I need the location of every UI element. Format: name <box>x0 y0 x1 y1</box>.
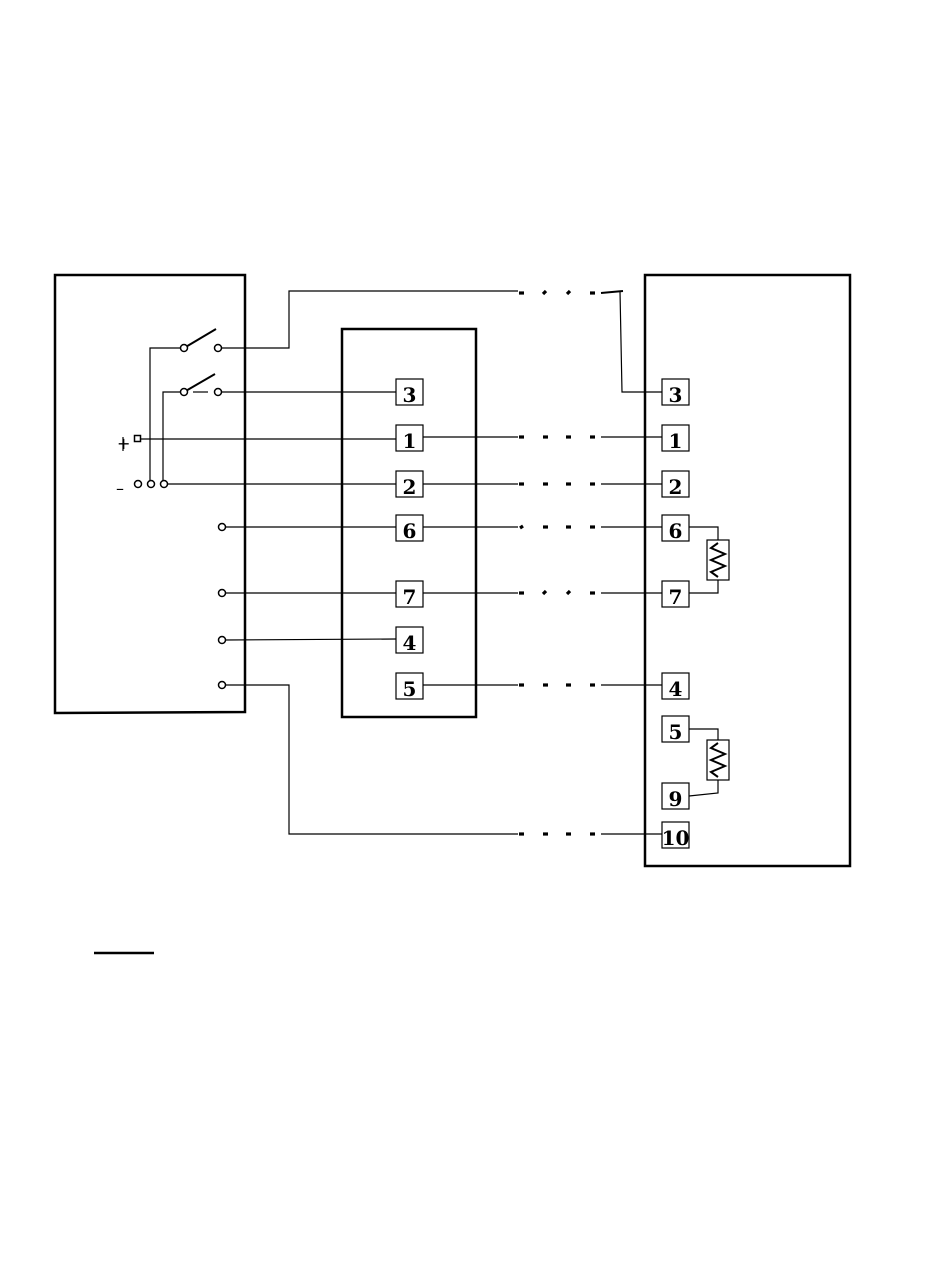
cable-break-top <box>519 291 623 294</box>
plus-label: + <box>117 434 130 453</box>
device-box <box>645 275 850 866</box>
cable-break-6 <box>520 526 595 528</box>
svg-text:6: 6 <box>403 519 417 543</box>
svg-text:7: 7 <box>669 585 683 609</box>
device-terminal-9: 9 <box>662 783 689 811</box>
junction-terminal-2: 2 <box>396 471 423 499</box>
device-terminals: 3 1 2 6 7 4 5 9 <box>662 379 690 850</box>
device-terminal-6: 6 <box>662 515 689 543</box>
svg-text:4: 4 <box>403 631 417 655</box>
device-terminal-2: 2 <box>662 471 689 499</box>
device-terminal-5: 5 <box>662 716 689 744</box>
controller-box <box>55 275 245 713</box>
switch-lower <box>163 374 396 480</box>
cable-breaks <box>519 291 623 834</box>
device-terminal-4: 4 <box>662 673 689 701</box>
svg-text:2: 2 <box>669 475 683 499</box>
svg-text:5: 5 <box>403 677 417 701</box>
minus-label: – <box>116 479 124 498</box>
svg-text:1: 1 <box>403 429 417 453</box>
svg-text:6: 6 <box>669 519 683 543</box>
switch-upper <box>150 291 518 480</box>
controller-output-nodes <box>219 524 519 835</box>
resistor-upper <box>689 527 729 593</box>
device-terminal-3: 3 <box>662 379 689 407</box>
device-terminal-7: 7 <box>662 581 689 609</box>
junction-terminal-1: 1 <box>396 425 423 453</box>
junction-terminal-4: 4 <box>396 627 423 655</box>
device-terminal-1: 1 <box>662 425 689 453</box>
junction-terminal-3: 3 <box>396 379 423 407</box>
svg-text:9: 9 <box>669 787 683 811</box>
svg-text:3: 3 <box>403 383 417 407</box>
plus-supply: + <box>117 434 396 453</box>
junction-terminal-6: 6 <box>396 515 423 543</box>
resistor-lower <box>689 729 729 796</box>
junction-wires <box>423 437 518 685</box>
cable-break-7 <box>519 591 595 594</box>
svg-text:1: 1 <box>669 429 683 453</box>
svg-text:3: 3 <box>669 383 683 407</box>
svg-text:7: 7 <box>403 585 417 609</box>
junction-terminal-7: 7 <box>396 581 423 609</box>
device-wires <box>601 291 662 834</box>
svg-text:5: 5 <box>669 720 683 744</box>
svg-text:2: 2 <box>403 475 417 499</box>
svg-text:4: 4 <box>669 677 683 701</box>
junction-terminal-5: 5 <box>396 673 423 701</box>
junction-terminals: 3 1 2 6 7 4 5 <box>396 379 423 701</box>
device-terminal-10: 10 <box>662 822 690 850</box>
svg-text:10: 10 <box>662 826 690 850</box>
minus-supply: – <box>116 479 396 498</box>
